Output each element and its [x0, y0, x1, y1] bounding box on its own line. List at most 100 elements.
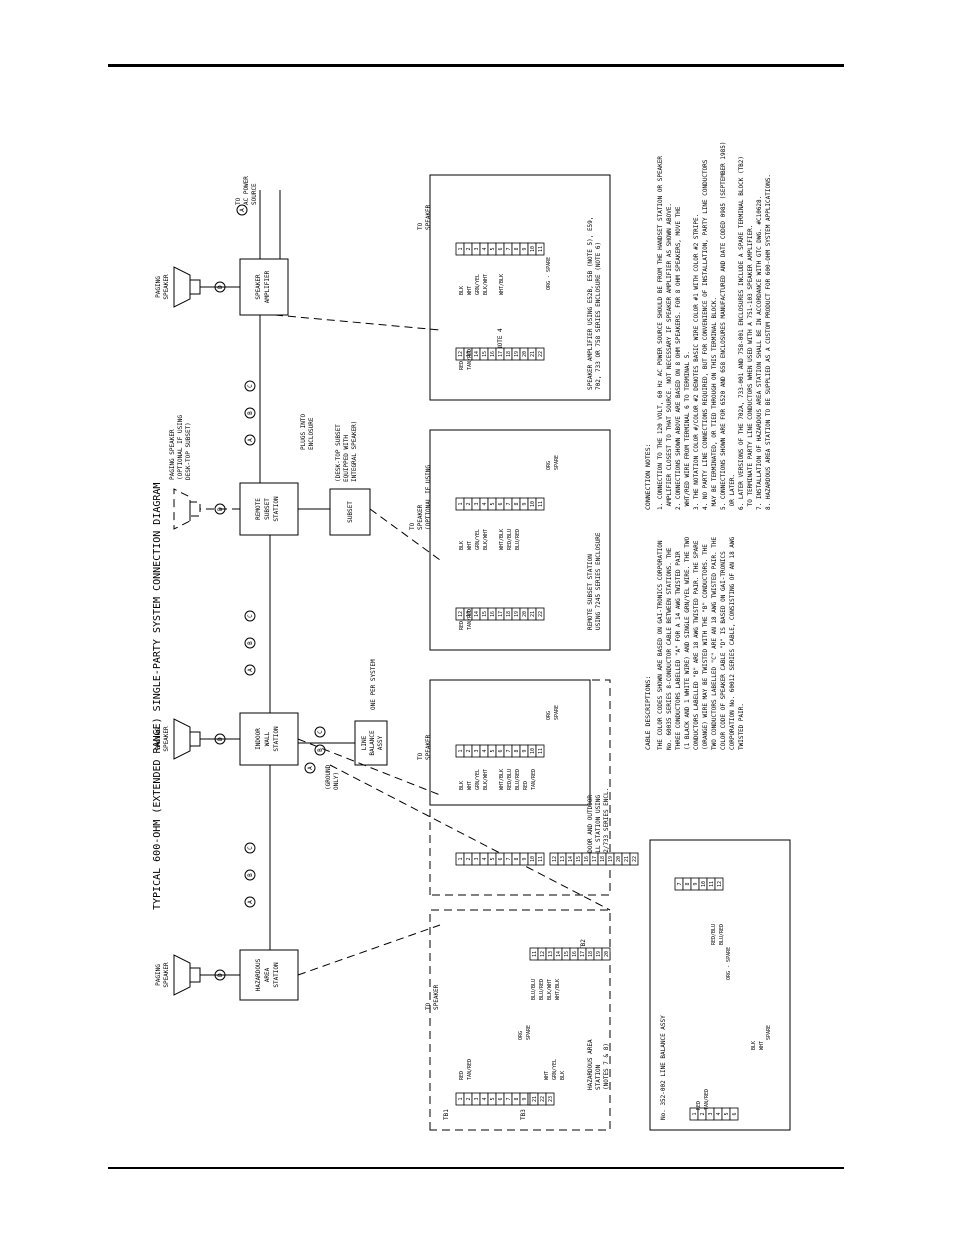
- terminal-number: 8: [514, 857, 520, 860]
- svg-text:1. CONNECTION TO THE 120 VOLT,: 1. CONNECTION TO THE 120 VOLT, 60 Hz AC …: [657, 142, 772, 510]
- svg-text:B: B: [247, 873, 254, 877]
- terminal-cell: [545, 1092, 555, 1106]
- terminal-cell: [535, 852, 545, 866]
- svg-text:SUBSET: SUBSET: [347, 501, 354, 523]
- terminal-number: 12: [717, 881, 723, 887]
- svg-text:C: C: [317, 730, 324, 734]
- terminal-number: 10: [530, 748, 536, 754]
- terminal-number: 16: [490, 351, 496, 357]
- terminal-number: 17: [580, 951, 586, 957]
- terminal-number: 8: [514, 502, 520, 505]
- terminal-number: 6: [498, 1097, 504, 1100]
- text-line: TWO CONDUCTORS LABELLED "C" ARE AN 18 AW…: [711, 536, 718, 750]
- terminal-number: 4: [716, 1112, 722, 1115]
- terminal-number: 11: [538, 246, 544, 252]
- terminal-number: 4: [482, 749, 488, 752]
- terminal-number: 15: [482, 351, 488, 357]
- optional-paging-speaker-icon: PAGING SPEAKER(OPTIONAL IF USINGDESK-TOP…: [169, 415, 240, 530]
- terminal-number: 3: [474, 1097, 480, 1100]
- terminal-number: 1: [692, 1112, 698, 1115]
- terminal-cell: [714, 877, 724, 891]
- svg-text:A: A: [247, 668, 254, 672]
- terminal-number: 7: [506, 1097, 512, 1100]
- terminal-number: 8: [514, 1097, 520, 1100]
- paging-speaker-icon: PAGINGSPEAKER: [155, 266, 240, 308]
- svg-text:PAGINGSPEAKER: PAGINGSPEAKER: [155, 274, 170, 300]
- terminal-number: 5: [490, 857, 496, 860]
- terminal-number: 6: [732, 1112, 738, 1115]
- terminal-number: 17: [498, 611, 504, 617]
- terminal-number: 2: [466, 857, 472, 860]
- svg-text:TOAC POWERSOURCE: TOAC POWERSOURCE: [235, 176, 258, 205]
- terminal-number: 13: [466, 351, 472, 357]
- terminal-number: 20: [522, 351, 528, 357]
- terminal-number: 15: [564, 951, 570, 957]
- terminal-number: 12: [552, 856, 558, 862]
- svg-text:REMOTE SUBSET STATIONUSING 724: REMOTE SUBSET STATIONUSING 7245 SERIES E…: [587, 532, 602, 630]
- text-line: 2. CONNECTIONS SHOWN ABOVE ARE BASED ON …: [675, 206, 682, 510]
- terminal-number: 6: [498, 749, 504, 752]
- terminal-number: 2: [466, 247, 472, 250]
- terminal-number: 7: [506, 857, 512, 860]
- terminal-number: 8: [514, 247, 520, 250]
- terminal-number: 14: [474, 351, 480, 357]
- svg-text:TOSPEAKER: TOSPEAKER: [417, 734, 432, 760]
- terminal-number: 21: [532, 1096, 538, 1102]
- terminal-number: 2: [700, 1112, 706, 1115]
- terminal-cell: [535, 744, 545, 758]
- terminal-number: 20: [616, 856, 622, 862]
- terminal-number: 2: [466, 502, 472, 505]
- terminal-blocks: 1234567891011121314151617181920212223123…: [455, 242, 739, 1121]
- svg-text:TOSPEAKER: TOSPEAKER: [425, 984, 440, 1010]
- terminal-number: 21: [624, 856, 630, 862]
- terminal-number: 19: [608, 856, 614, 862]
- text-line: No. 60035 SERIES 8-CONDUCTOR CABLE BETWE…: [666, 547, 673, 750]
- terminal-number: 11: [538, 501, 544, 507]
- svg-text:ORG - SPARE: ORG - SPARE: [546, 257, 552, 290]
- svg-text:No. 352-002 LINE BALANCE ASSY: No. 352-002 LINE BALANCE ASSY: [660, 1015, 667, 1120]
- terminal-number: 19: [514, 351, 520, 357]
- terminal-number: 8: [514, 749, 520, 752]
- ac-power-source-label: TOAC POWERSOURCE: [235, 176, 261, 255]
- terminal-number: 5: [724, 1112, 730, 1115]
- terminal-number: 7: [506, 502, 512, 505]
- svg-text:CABLE DESCRIPTIONS:: CABLE DESCRIPTIONS:: [644, 676, 652, 750]
- terminal-cell: [629, 852, 639, 866]
- svg-text:HAZARDOUS AREASTATION(NOTES 7: HAZARDOUS AREASTATION(NOTES 7 & 8): [587, 1039, 610, 1090]
- text-line: 7. INSTALLATION OF HAZARDOUS AREA STATIO…: [756, 196, 763, 510]
- remote-subset-panel: [429, 429, 611, 651]
- svg-text:NOTE 4: NOTE 4: [497, 328, 504, 350]
- svg-text:TB3: TB3: [520, 1109, 527, 1120]
- svg-text:C: C: [247, 384, 254, 388]
- text-line: 4. NO PARTY LINE CONNECTIONS REQUIRED, B…: [702, 159, 709, 510]
- terminal-number: 22: [540, 1096, 546, 1102]
- terminal-number: 5: [490, 502, 496, 505]
- terminal-number: 13: [548, 951, 554, 957]
- terminal-number: 4: [482, 247, 488, 250]
- terminal-number: 1: [458, 749, 464, 752]
- text-line: 6. LATER VERSIONS OF THE 702A, 733-001 A…: [738, 156, 745, 510]
- terminal-cell: [535, 347, 545, 361]
- text-line: (1 BLACK AND 1 WHITE WIRE) AND SINGLE GR…: [684, 536, 691, 750]
- terminal-number: 6: [498, 502, 504, 505]
- terminal-number: 3: [474, 857, 480, 860]
- svg-text:(DESK-TOP SUBSETEQUIPPED WITHI: (DESK-TOP SUBSETEQUIPPED WITHINTEGRAL SP…: [335, 421, 358, 482]
- svg-text:SPEAKER AMPLIFIER USING E52B,: SPEAKER AMPLIFIER USING E52B, E5B (NOTE …: [587, 217, 602, 390]
- terminal-number: 21: [530, 351, 536, 357]
- terminal-number: 22: [632, 856, 638, 862]
- terminal-number: 19: [596, 951, 602, 957]
- terminal-number: 9: [522, 1097, 528, 1100]
- terminal-cell: [535, 607, 545, 621]
